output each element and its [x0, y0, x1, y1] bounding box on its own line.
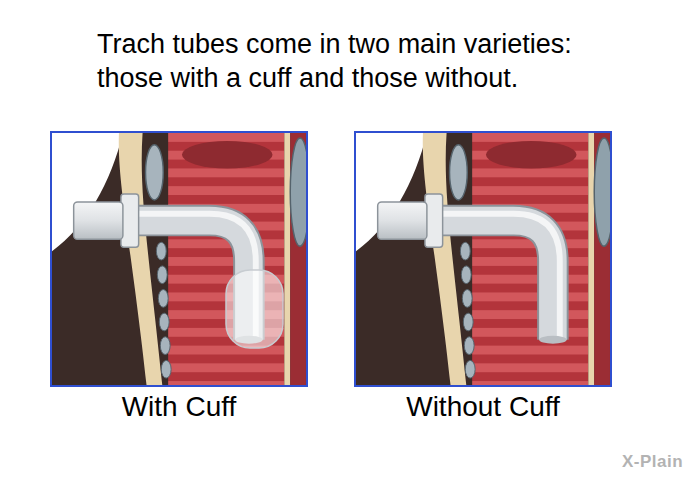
panel-ground: [52, 133, 306, 385]
trach-illustration: [52, 133, 310, 385]
watermark: X-Plain: [622, 452, 683, 472]
cuff: [226, 270, 283, 348]
panel-caption: Without Cuff: [326, 391, 640, 423]
panel-frame: With Cuff: [50, 131, 308, 387]
panel-caption: With Cuff: [22, 391, 336, 423]
trach-illustration: [356, 133, 614, 385]
title: Trach tubes come in two main varieties: …: [97, 27, 617, 95]
panel-frame: Without Cuff: [354, 131, 612, 387]
